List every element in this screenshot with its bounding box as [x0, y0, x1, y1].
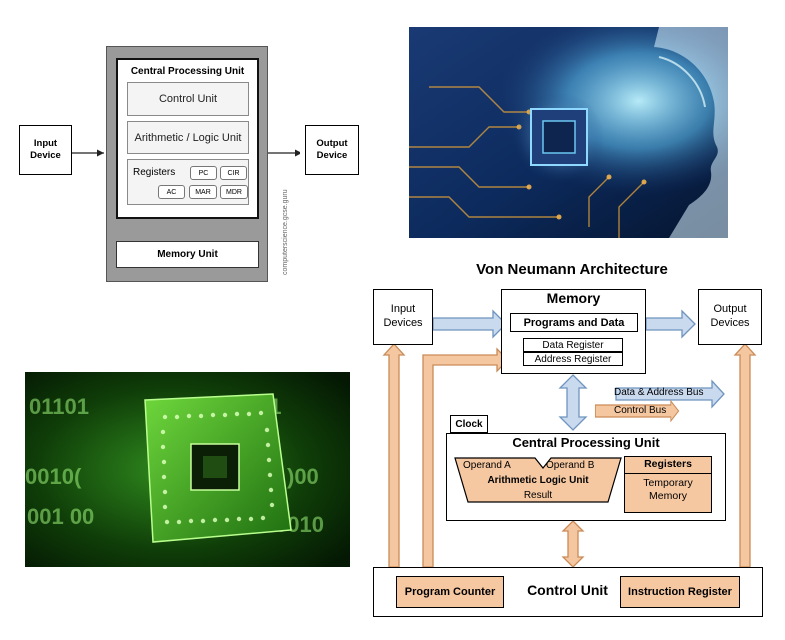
legend-data-address-arrow — [615, 379, 725, 409]
input-device-box: Input Device — [19, 125, 72, 175]
input-devices-label: Input Devices — [383, 303, 423, 329]
legend-control-bus-arrow — [594, 399, 680, 423]
ai-circuit-head-image — [409, 27, 728, 238]
registers-box — [624, 456, 712, 513]
data-register-label: Data Register — [542, 339, 604, 351]
svg-text:)00: )00 — [287, 464, 319, 489]
watermark-text: computerscience.gcse.guru — [282, 189, 289, 275]
control-unit-box: Control Unit — [127, 82, 249, 116]
control-unit-label: Control Unit — [527, 582, 608, 598]
von-neumann-diagram: Von Neumann Architecture Input Devices O… — [360, 255, 785, 640]
registers-header: Registers — [624, 456, 712, 474]
instruction-register-box: Instruction Register — [620, 576, 740, 608]
cpu-box — [446, 433, 726, 521]
clock-box: Clock — [450, 415, 488, 433]
legend-data-address-bus: Data & Address Bus — [614, 387, 704, 398]
control-bus-to-output — [733, 343, 757, 568]
program-counter-label: Program Counter — [404, 586, 496, 598]
memory-unit-box: Memory Unit — [116, 241, 259, 268]
address-register-box: Address Register — [523, 352, 623, 366]
alu-label: Arithmetic / Logic Unit — [134, 131, 242, 144]
svg-text:0010(: 0010( — [25, 464, 82, 489]
cpu-label: Central Processing Unit — [512, 435, 660, 450]
green-chip-binary-image: 01101 0010( 001 00 01 )00 0010 — [25, 372, 350, 567]
result-label: Result — [523, 490, 553, 501]
registers-label: Registers — [133, 167, 176, 178]
register-mdr: MDR — [220, 185, 248, 199]
clock-label: Clock — [455, 418, 483, 430]
von-neumann-title: Von Neumann Architecture — [476, 261, 668, 278]
bus-input-to-memory — [432, 309, 507, 339]
cpu-title: Central Processing Unit — [130, 66, 245, 77]
temporary-memory-label: Temporary Memory — [643, 477, 693, 503]
input-devices-box: Input Devices — [373, 289, 433, 345]
output-device-box: Output Device — [305, 125, 359, 175]
bus-memory-cpu — [558, 374, 588, 431]
legend-control-bus: Control Bus — [614, 405, 667, 416]
svg-text:01101: 01101 — [29, 394, 89, 419]
programs-and-data-label: Programs and Data — [523, 316, 625, 329]
cpu-block-diagram: Input Device Output Device Central Proce… — [0, 0, 359, 290]
output-devices-box: Output Devices — [698, 289, 762, 345]
alu-shape — [454, 457, 622, 503]
memory-label: Memory — [546, 290, 601, 306]
control-unit-label: Control Unit — [158, 93, 218, 105]
address-register-label: Address Register — [534, 353, 612, 365]
programs-and-data-box: Programs and Data — [510, 313, 638, 332]
data-register-box: Data Register — [523, 338, 623, 352]
output-devices-label: Output Devices — [710, 303, 750, 329]
operand-a-label: Operand A — [463, 460, 511, 471]
register-cir: CIR — [220, 166, 247, 180]
register-mar: MAR — [189, 185, 217, 199]
bus-memory-to-output — [645, 309, 696, 339]
control-bus-cpu-control — [561, 520, 585, 568]
program-counter-box: Program Counter — [396, 576, 504, 608]
instruction-register-label: Instruction Register — [628, 586, 732, 598]
von-neumann-buses — [382, 309, 757, 568]
operand-b-label: Operand B — [546, 460, 595, 471]
input-device-label: Input Device — [30, 138, 61, 161]
output-device-label: Output Device — [316, 138, 348, 161]
register-pc: PC — [190, 166, 217, 180]
memory-unit-label: Memory Unit — [157, 249, 218, 260]
alu-label: Arithmetic Logic Unit — [487, 475, 589, 486]
register-ac: AC — [158, 185, 185, 199]
control-bus-to-input — [382, 343, 406, 568]
svg-text:001 00: 001 00 — [27, 504, 94, 529]
alu-box: Arithmetic / Logic Unit — [127, 121, 249, 154]
